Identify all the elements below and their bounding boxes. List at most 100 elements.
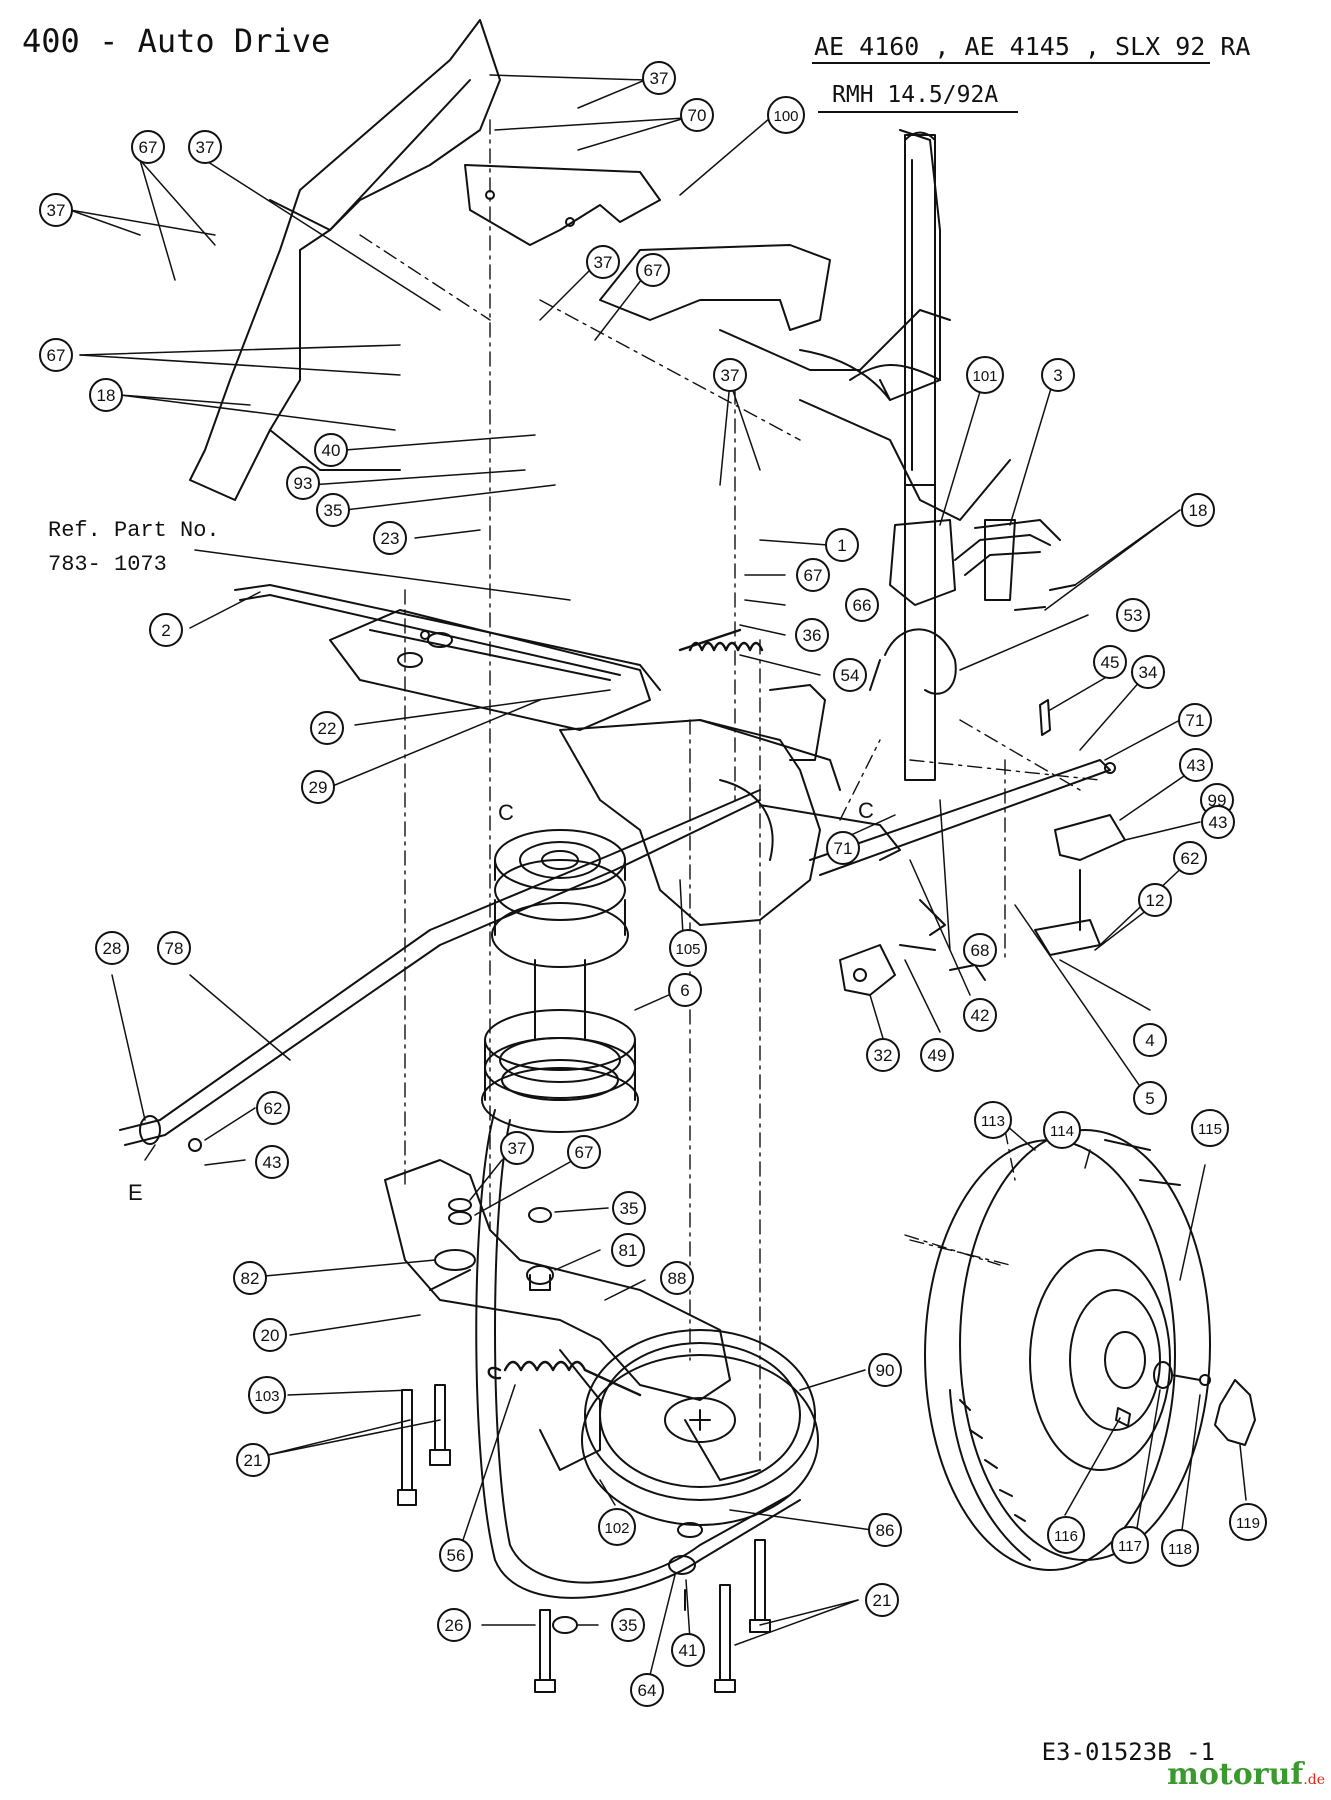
callout-circle (1138, 883, 1172, 917)
callout-number: 86 (876, 1521, 895, 1540)
callout-number: 21 (244, 1451, 263, 1470)
callout-number: 103 (254, 1388, 279, 1405)
callout-circle (301, 770, 335, 804)
callout-circle (373, 521, 407, 555)
callout-circle (89, 378, 123, 412)
callout-circle (1133, 1023, 1167, 1057)
callout-circle (669, 929, 707, 967)
callout-number: 45 (1101, 653, 1120, 672)
callout-number: 20 (261, 1326, 280, 1345)
callout-circle (1111, 1526, 1149, 1564)
callout-102: 102 (598, 1508, 636, 1546)
callout-circle (966, 356, 1004, 394)
callout-number: 71 (1186, 711, 1205, 730)
callout-78: 78 (157, 931, 191, 965)
callout-number: 71 (834, 839, 853, 858)
callout-circle (833, 658, 867, 692)
callout-number: 67 (139, 138, 158, 157)
callout-circle (611, 1608, 645, 1642)
steering-column (904, 131, 936, 781)
model-list-line-1: AE 4160 , AE 4145 , SLX 92 RA (814, 32, 1251, 61)
callout-number: 78 (165, 939, 184, 958)
callout-37: 37 (713, 358, 747, 392)
callout-32: 32 (866, 1038, 900, 1072)
callout-70: 70 (680, 98, 714, 132)
callout-3: 3 (1041, 358, 1075, 392)
callout-number: 88 (668, 1269, 687, 1288)
callout-67: 67 (39, 338, 73, 372)
callout-number: 26 (445, 1616, 464, 1635)
callout-67: 67 (131, 130, 165, 164)
callout-number: 67 (47, 346, 66, 365)
callout-circle (256, 1091, 290, 1125)
callout-88: 88 (660, 1261, 694, 1295)
bracket-channel-22 (329, 609, 651, 731)
rear-wheel (924, 1129, 1256, 1571)
callout-number: 3 (1053, 366, 1062, 385)
callout-circle (255, 1145, 289, 1179)
callout-circle (1201, 805, 1235, 839)
callout-circle (233, 1261, 267, 1295)
letter-markers: C C E (128, 798, 874, 1205)
callout-number: 37 (594, 253, 613, 272)
callout-circle (920, 1038, 954, 1072)
callout-37: 37 (586, 245, 620, 279)
callout-40: 40 (314, 433, 348, 467)
marker-c-right: C (858, 798, 874, 823)
callout-66: 66 (845, 588, 879, 622)
callout-number: 28 (103, 939, 122, 958)
callout-circle (131, 130, 165, 164)
callout-circle (1178, 703, 1212, 737)
callout-1: 1 (825, 528, 859, 562)
callout-number: 114 (1050, 1123, 1074, 1140)
callout-circle (636, 253, 670, 287)
callout-86: 86 (868, 1513, 902, 1547)
callout-circle (253, 1318, 287, 1352)
callout-number: 118 (1168, 1541, 1192, 1558)
transaxle (559, 684, 901, 926)
callout-21: 21 (236, 1443, 270, 1477)
callout-number: 54 (841, 666, 860, 685)
callout-circle (157, 931, 191, 965)
drive-pulley-6 (481, 959, 639, 1133)
page-title: 400 - Auto Drive (22, 22, 331, 60)
callout-number: 43 (263, 1153, 282, 1172)
control-rod-78 (119, 789, 761, 1152)
callout-number: 67 (644, 261, 663, 280)
callout-number: 62 (1181, 849, 1200, 868)
callout-number: 4 (1145, 1031, 1154, 1050)
callout-26: 26 (437, 1608, 471, 1642)
callout-number: 81 (619, 1241, 638, 1260)
callout-number: 101 (972, 368, 997, 385)
callout-circle (845, 588, 879, 622)
callout-4: 4 (1133, 1023, 1167, 1057)
callout-circle (865, 1583, 899, 1617)
callout-number: 6 (680, 981, 689, 1000)
callout-circle (963, 933, 997, 967)
callout-circle (668, 973, 702, 1007)
callout-43: 43 (255, 1145, 289, 1179)
callout-circle (248, 1376, 286, 1414)
callout-62: 62 (1173, 841, 1207, 875)
callout-circle (660, 1261, 694, 1295)
callout-119: 119 (1229, 1503, 1267, 1541)
callout-28: 28 (95, 931, 129, 965)
callout-number: 42 (971, 1006, 990, 1025)
callout-circle (1047, 1516, 1085, 1554)
callout-circle (974, 1101, 1012, 1139)
callout-45: 45 (1093, 645, 1127, 679)
callout-circle (1116, 598, 1150, 632)
callout-circle (680, 98, 714, 132)
callout-circle (1181, 493, 1215, 527)
wheel-axis (904, 1129, 1016, 1266)
callout-90: 90 (868, 1353, 902, 1387)
callout-circle (963, 998, 997, 1032)
reference-label: Ref. Part No. (48, 518, 220, 543)
callout-number: 66 (853, 596, 872, 615)
callout-35: 35 (611, 1608, 645, 1642)
callout-18: 18 (89, 378, 123, 412)
callout-42: 42 (963, 998, 997, 1032)
callout-circle (500, 1131, 534, 1165)
idler-arm (384, 1159, 731, 1471)
